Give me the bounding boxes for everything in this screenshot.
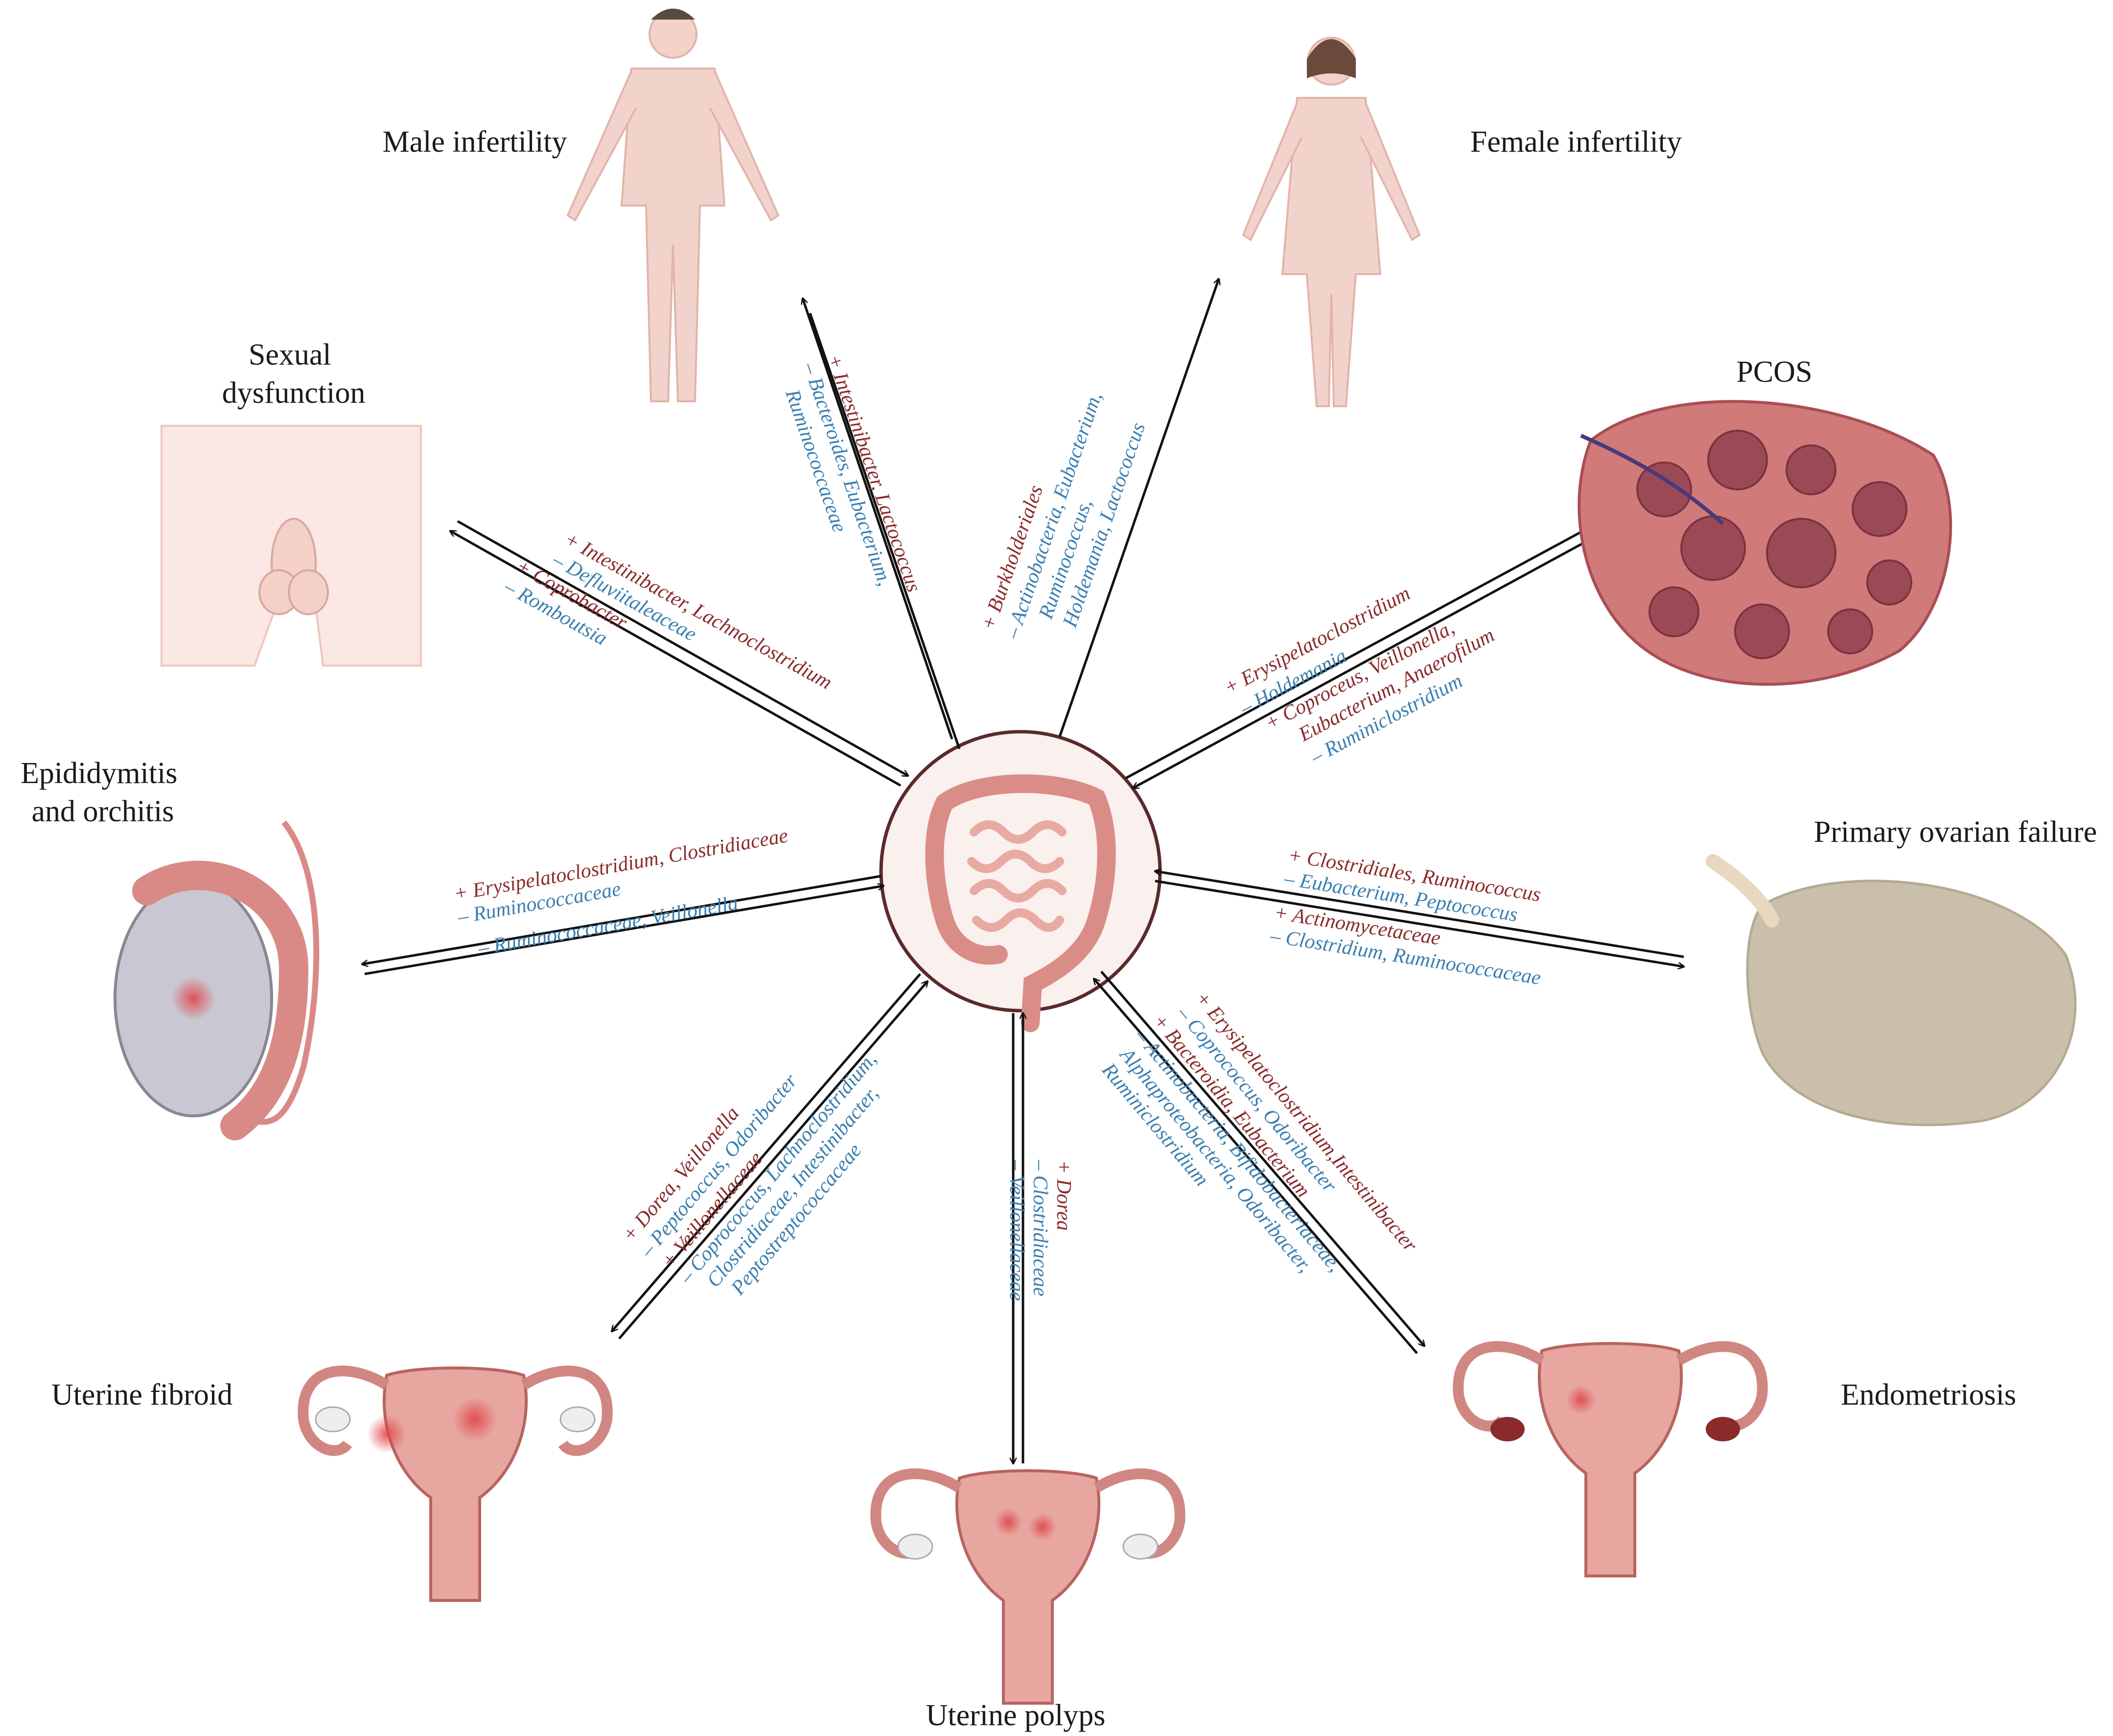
taxa-male-infertility: + Intestinibacter, Lactococcus– Bacteroi…: [774, 351, 925, 611]
arrow-pcos-in: [1133, 530, 1606, 788]
label-uterine-polyps: Uterine polyps: [926, 1699, 1106, 1732]
svg-text:+ Burkholderiales– Actinobacte: + Burkholderiales– Actinobacteria, Eubac…: [977, 381, 1155, 658]
male-figure-icon: [566, 8, 780, 402]
outcome-labels: Male infertility Female infertility PCOS…: [21, 125, 2097, 1732]
uterus-fibroid-icon: [298, 1366, 613, 1602]
arrow-endo-out: [1100, 971, 1424, 1346]
svg-text:+ Intestinibacter, Lactococcus: + Intestinibacter, Lactococcus– Bacteroi…: [774, 351, 925, 611]
arrow-pof-in: [1155, 871, 1684, 958]
label-female-infertility: Female infertility: [1470, 125, 1682, 159]
arrow-female-out: [1058, 279, 1219, 737]
taxa-female-infertility: + Burkholderiales– Actinobacteria, Eubac…: [977, 381, 1155, 658]
label-sexual-dysfunction: Sexual dysfunction: [222, 338, 366, 410]
taxa-uterine-polyps: + Dorea– Clostridiaceae– Veillonellaceae: [1005, 1159, 1075, 1301]
uterus-endometriosis-icon: [1453, 1341, 1768, 1577]
label-epididymitis-orchitis: Epididymitis and orchitis: [21, 757, 185, 828]
female-figure-icon: [1242, 37, 1421, 407]
arrow-sd-in: [457, 520, 908, 776]
svg-text:+ Erysipelatoclostridium– Hold: + Erysipelatoclostridium– Holdemania+ Co…: [1220, 556, 1510, 789]
arrow-male-in: [809, 313, 961, 749]
arrow-fibroid-in: [618, 981, 928, 1340]
taxa-endometriosis: + Erysipelatoclostridium,Intestinibacter…: [1094, 979, 1422, 1332]
arrow-pof-out: [1155, 880, 1684, 967]
taxa-primary-ovarian-failure: + Clostridiales, Ruminococcus– Eubacteri…: [1268, 843, 1555, 990]
arrow-sd-out: [450, 531, 902, 787]
uterus-polyps-icon: [870, 1468, 1185, 1705]
arrow-pcos-out: [1125, 519, 1605, 780]
arrow-epi-out: [362, 875, 882, 964]
polycystic-ovary-icon: [1578, 400, 1952, 686]
arrow-fibroid-out: [612, 973, 921, 1331]
label-pcos: PCOS: [1736, 355, 1812, 389]
testis-icon: [114, 820, 320, 1140]
label-endometriosis: Endometriosis: [1841, 1378, 2016, 1412]
svg-text:+ Erysipelatoclostridium,Intes: + Erysipelatoclostridium,Intestinibacter…: [1094, 979, 1422, 1332]
svg-text:+ Clostridiales, Ruminococcus–: + Clostridiales, Ruminococcus– Eubacteri…: [1268, 843, 1555, 990]
svg-text:+ Dorea– Clostridiaceae– Veill: + Dorea– Clostridiaceae– Veillonellaceae: [1005, 1159, 1075, 1301]
gut-hub-icon: [879, 730, 1162, 1032]
svg-text:+ Erysipelatoclostridium, Clos: + Erysipelatoclostridium, Clostridiaceae…: [452, 824, 800, 962]
label-male-infertility: Male infertility: [382, 125, 567, 159]
label-primary-ovarian-failure: Primary ovarian failure: [1814, 815, 2097, 849]
atrophic-ovary-icon: [1706, 854, 2077, 1126]
arrow-endo-in: [1094, 979, 1418, 1354]
pelvis-icon: [161, 425, 422, 667]
arrow-epi-in: [364, 886, 883, 975]
arrow-male-out: [803, 299, 953, 740]
taxa-pcos: + Erysipelatoclostridium– Holdemania+ Co…: [1220, 556, 1510, 789]
arrow-group: [362, 279, 1684, 1463]
label-uterine-fibroid: Uterine fibroid: [51, 1378, 232, 1412]
taxa-epididymitis-orchitis: + Erysipelatoclostridium, Clostridiaceae…: [452, 824, 800, 962]
